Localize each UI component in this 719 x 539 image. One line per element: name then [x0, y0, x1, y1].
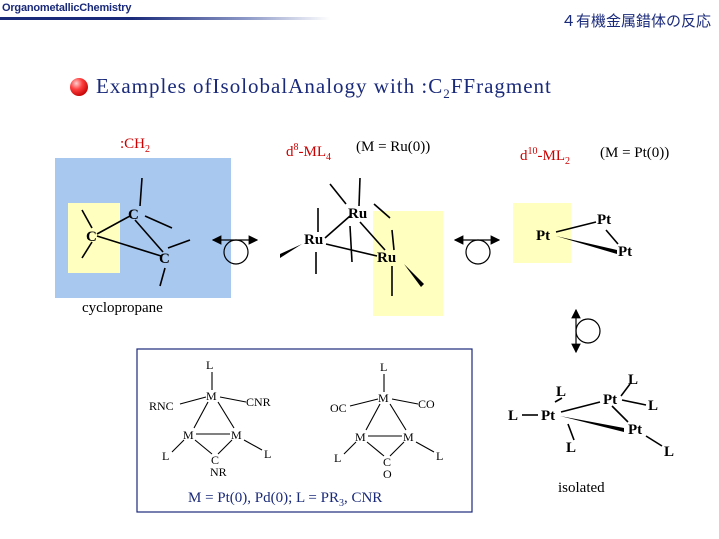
pt-l-cluster	[522, 383, 663, 447]
atom-pt-c: Pt	[628, 422, 642, 438]
atom-pt-bottom: Pt	[618, 244, 632, 260]
l-complex-m-left: M	[183, 428, 194, 442]
atom-pt-top: Pt	[597, 212, 611, 228]
ligand-l-bottom: L	[566, 440, 576, 456]
ligand-l-right: L	[648, 398, 658, 414]
chapter-title: ４有機金属錯体の反応	[560, 12, 711, 30]
pt-l-wedge-bond	[560, 416, 624, 432]
r-complex-o: O	[383, 467, 392, 481]
r-complex-l-top: L	[380, 360, 387, 374]
isolated-label: isolated	[558, 480, 605, 496]
l-complex-cnr: CNR	[246, 395, 271, 409]
ru-wedge-bond-right	[404, 264, 424, 287]
ru-cluster	[315, 177, 395, 296]
atom-c2: C	[128, 207, 139, 223]
atom-pt-a: Pt	[541, 408, 555, 424]
l-complex-l-top: L	[206, 358, 213, 372]
cyclopropane-structure	[81, 177, 191, 287]
atom-ru-left: Ru	[304, 232, 323, 248]
bullet-icon	[70, 78, 88, 96]
l-complex-c: C	[211, 453, 219, 467]
r-complex-m-left: M	[355, 430, 366, 444]
complex-box	[136, 348, 473, 513]
atom-pt-b: Pt	[603, 392, 617, 408]
pt-definition: (M = Pt(0))	[600, 145, 670, 161]
l-complex-rnc: RNC	[149, 399, 174, 413]
d10-label: d10-ML2	[520, 146, 570, 167]
r-complex-oc: OC	[330, 401, 347, 415]
pt-highlight	[513, 203, 571, 263]
pt-cluster-top	[555, 221, 619, 245]
cyclopropane-label: cyclopropane	[82, 300, 163, 316]
r-complex-l-right: L	[436, 449, 443, 463]
l-complex-m-right: M	[231, 428, 242, 442]
l-complex-m-top: M	[206, 389, 217, 403]
ru-definition: (M = Ru(0))	[356, 139, 431, 155]
ligand-l-farright: L	[664, 444, 674, 460]
pt-wedge-bond	[556, 236, 617, 254]
course-title: OrganometallicChemistry	[2, 2, 132, 14]
atom-ru-top: Ru	[348, 206, 367, 222]
carbon-highlight	[68, 203, 120, 273]
l-complex-nr: NR	[210, 465, 227, 479]
ligand-l-left: L	[508, 408, 518, 424]
atom-ru-right: Ru	[377, 250, 396, 266]
header-rule	[0, 17, 330, 20]
l-complex-l-right: L	[264, 447, 271, 461]
ch2-label: :CH2	[120, 136, 151, 155]
l-complex-l-left: L	[162, 449, 169, 463]
isolobal-arrow-3	[571, 308, 601, 354]
r-complex-m-top: M	[378, 391, 389, 405]
atom-pt-left: Pt	[536, 228, 550, 244]
r-complex-l-left: L	[334, 451, 341, 465]
isolobal-arrow-1	[211, 235, 259, 265]
box-caption: M = Pt(0), Pd(0); L = PR3, CNR	[188, 490, 383, 509]
ligand-l-upleft: L	[556, 384, 566, 400]
r-complex-c: C	[383, 455, 391, 469]
m3-co-complex	[343, 374, 435, 457]
r-complex-m-right: M	[403, 430, 414, 444]
r-complex-co: CO	[418, 397, 435, 411]
slide-title: Examples ofIsolobalAnalogy with :C2FFrag…	[96, 74, 552, 102]
d8-label: d8-ML4	[286, 142, 331, 163]
atom-c3: C	[159, 251, 170, 267]
m3-rnc-complex	[171, 372, 263, 455]
isolobal-arrow-2	[453, 235, 501, 265]
ru-highlight	[373, 211, 443, 316]
ligand-l-top: L	[628, 372, 638, 388]
ru-wedge-bond-left	[280, 244, 302, 258]
atom-c1: C	[86, 229, 97, 245]
